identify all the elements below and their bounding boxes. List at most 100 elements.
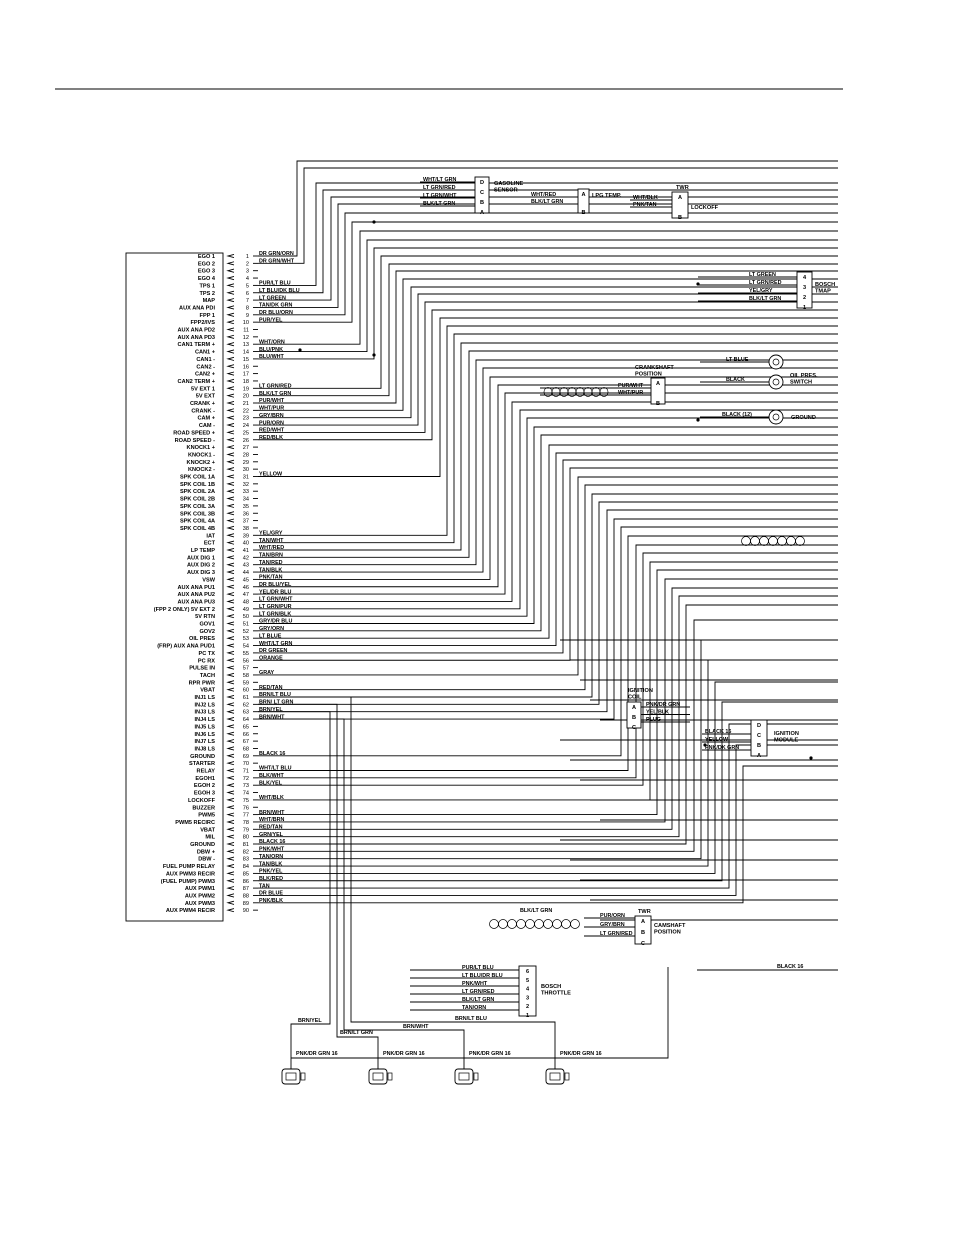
twisted-pair-loop bbox=[741, 536, 751, 546]
gasoline-sensor-wire: LT GRN/WHT bbox=[423, 193, 457, 199]
oil-pres-top-wire: LT BLUE bbox=[726, 357, 749, 363]
pin-number: 73 bbox=[243, 783, 249, 789]
pin-number: 16 bbox=[243, 364, 249, 370]
pin-wire-color: RED/WHT bbox=[259, 428, 285, 434]
pin-arrow bbox=[226, 474, 235, 479]
camshaft-connector-pin: B bbox=[641, 930, 645, 936]
pin-arrow bbox=[226, 503, 235, 508]
camshaft-top-wire: BLK/LT GRN bbox=[520, 908, 552, 914]
pin-wire-color: DR GRN/ORN bbox=[259, 251, 294, 257]
gasoline-sensor-label: SENSOR bbox=[494, 188, 518, 194]
pin-wire-color: ORANGE bbox=[259, 655, 283, 661]
pin-arrow bbox=[226, 356, 235, 361]
throttle-connector-pin: 6 bbox=[526, 969, 529, 975]
camshaft-header: TWR bbox=[638, 909, 651, 915]
harness-wire bbox=[258, 409, 838, 610]
pin-function-label: CAN2 TERM + bbox=[178, 379, 216, 385]
pin-arrow bbox=[226, 393, 235, 398]
pin-number: 48 bbox=[243, 599, 249, 605]
oil-pres-label: OIL PRES. bbox=[790, 373, 818, 379]
harness-wire bbox=[258, 604, 838, 845]
pin-number: 19 bbox=[243, 386, 249, 392]
pin-arrow bbox=[226, 533, 235, 538]
pin-wire-color: PNK/TAN bbox=[259, 575, 283, 581]
pin-wire-color: BLK/YEL bbox=[259, 780, 283, 786]
pin-wire-color: PUR/WHT bbox=[259, 398, 285, 404]
pin-function-label: RELAY bbox=[197, 769, 216, 775]
pin-function-label: 5V EXT bbox=[196, 394, 216, 400]
harness-wire bbox=[258, 509, 838, 713]
pin-function-label: INJ1 LS bbox=[194, 695, 215, 701]
pin-number: 32 bbox=[243, 482, 249, 488]
pin-function-label: CAM - bbox=[199, 423, 215, 429]
pin-function-label: IAT bbox=[206, 533, 215, 539]
throttle-wire: LT GRN/RED bbox=[462, 989, 495, 995]
pin-wire-color: WHT/LT BLU bbox=[259, 766, 292, 772]
camshaft-wire: GRY/BRN bbox=[600, 922, 625, 928]
pin-function-label: LOCKOFF bbox=[188, 798, 216, 804]
pin-arrow bbox=[226, 599, 235, 604]
pin-number: 12 bbox=[243, 335, 249, 341]
ignition-module-label: MODULE bbox=[774, 738, 799, 744]
pin-number: 23 bbox=[243, 416, 249, 422]
pin-function-label: GROUND bbox=[190, 754, 215, 760]
pin-arrow bbox=[226, 547, 235, 553]
pin-arrow bbox=[226, 908, 235, 913]
pin-function-label: AUX DIG 2 bbox=[187, 563, 215, 569]
ignition-module-connector-pin: B bbox=[757, 743, 761, 749]
pin-arrow bbox=[226, 665, 235, 670]
pin-function-label: 5V RTN bbox=[195, 614, 215, 620]
pin-function-label: SPK COIL 1B bbox=[180, 482, 215, 488]
pin-arrow bbox=[226, 672, 235, 677]
twisted-pair-loop bbox=[525, 919, 535, 929]
harness-wire bbox=[258, 160, 838, 257]
pin-function-label: EGOH1 bbox=[195, 776, 215, 782]
twisted-pair-loop bbox=[498, 919, 508, 929]
pin-number: 31 bbox=[243, 475, 249, 481]
pin-function-label: PULSE IN bbox=[189, 666, 215, 672]
pin-arrow bbox=[226, 320, 235, 325]
pin-function-label: SPK COIL 3B bbox=[180, 511, 215, 517]
injector-wire-path bbox=[258, 711, 331, 1058]
pin-arrow bbox=[226, 812, 235, 817]
pin-number: 1 bbox=[246, 254, 249, 260]
injector-tab bbox=[387, 1072, 393, 1081]
pin-function-label: INJ6 LS bbox=[194, 732, 215, 738]
camshaft-label: POSITION bbox=[654, 930, 681, 936]
pin-arrow bbox=[226, 709, 235, 714]
pin-number: 27 bbox=[243, 445, 249, 451]
ignition-coil-wire: YEL/BLK bbox=[646, 710, 669, 716]
crankshaft-label: POSITION bbox=[635, 372, 662, 378]
pin-number: 35 bbox=[243, 504, 249, 510]
pin-arrow bbox=[226, 606, 235, 611]
pin-function-label: EGO 3 bbox=[198, 269, 215, 275]
pin-arrow bbox=[226, 797, 235, 802]
pin-arrow bbox=[226, 584, 235, 589]
pin-arrow bbox=[226, 753, 235, 758]
splice-dot bbox=[298, 348, 302, 352]
pin-function-label: MIL bbox=[205, 835, 215, 841]
pin-number: 46 bbox=[243, 585, 249, 591]
pin-number: 14 bbox=[243, 350, 249, 356]
pin-wire-color: LT GRN/WHT bbox=[259, 597, 293, 603]
ignition-coil-connector: ABC bbox=[626, 701, 642, 731]
pin-number: 42 bbox=[243, 555, 249, 561]
pin-number: 38 bbox=[243, 526, 249, 532]
pin-arrow bbox=[226, 819, 235, 824]
splice-dot bbox=[703, 743, 707, 747]
pin-wire-color: BLK/RED bbox=[259, 876, 283, 882]
pin-arrow bbox=[226, 525, 235, 530]
pin-function-label: OIL PRES bbox=[189, 636, 215, 642]
ignition-module-label: IGNITION bbox=[774, 731, 799, 737]
tmap-wire: YEL/GRY bbox=[749, 288, 773, 294]
pin-number: 24 bbox=[243, 423, 249, 429]
pin-number: 4 bbox=[246, 276, 249, 282]
pin-wire-color: BLK/LT GRN bbox=[259, 391, 291, 397]
pin-function-label: INJ5 LS bbox=[194, 724, 215, 730]
pin-function-label: VBAT bbox=[200, 827, 215, 833]
pin-function-label: DBW - bbox=[198, 857, 215, 863]
pin-arrow bbox=[226, 775, 235, 780]
harness-wire bbox=[258, 452, 838, 646]
pin-number: 5 bbox=[246, 283, 249, 289]
harness-wire bbox=[258, 434, 838, 632]
